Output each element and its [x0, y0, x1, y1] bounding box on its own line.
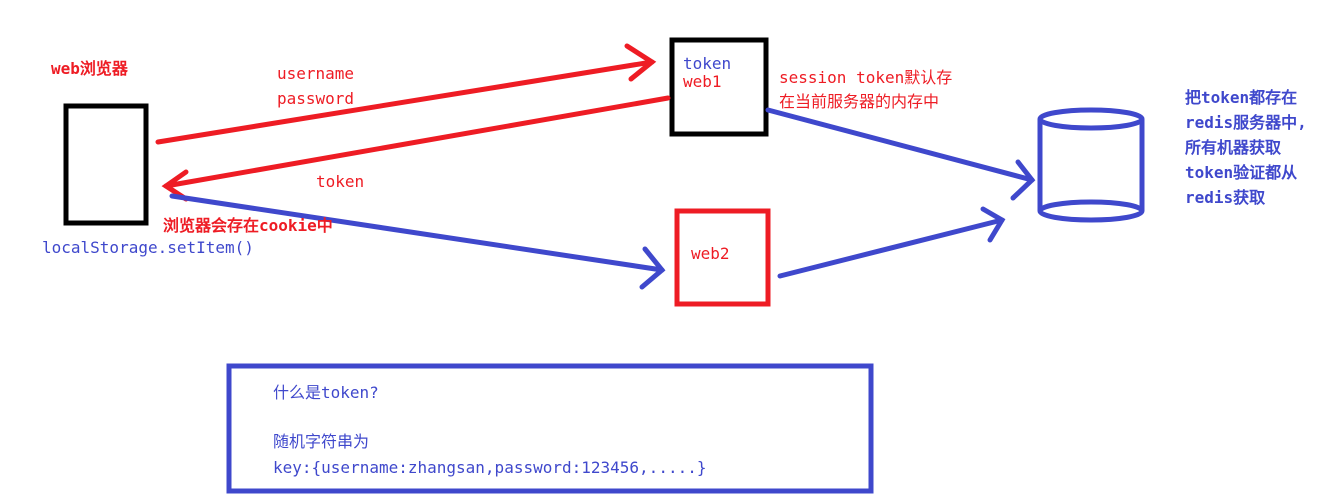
web1-session-note-line2: 在当前服务器的内存中 — [779, 92, 940, 111]
redis-note-line: 所有机器获取 — [1185, 138, 1282, 157]
web1-box — [669, 37, 769, 137]
redis-note-line: 把token都存在 — [1185, 88, 1298, 107]
token-response-arrow — [161, 95, 671, 202]
token-response-label: token — [316, 172, 365, 191]
token-definition-question: 什么是token? — [273, 383, 379, 402]
web2-name-label: web2 — [691, 244, 730, 263]
web1-session-note-line1: session token默认存 — [779, 68, 953, 87]
redis-note-line: redis获取 — [1185, 188, 1266, 207]
browser-storage-call: localStorage.setItem() — [42, 238, 254, 257]
web1-to-redis-arrow — [765, 107, 1036, 201]
browser-title: web浏览器 — [51, 59, 128, 78]
token-definition-box — [226, 363, 874, 494]
redis-note-line: token验证都从 — [1185, 163, 1298, 182]
web1-name-label: web1 — [683, 72, 722, 91]
token-definition-line2: key:{username:zhangsan,password:123456,.… — [273, 458, 707, 477]
redis-note-line: redis服务器中, — [1185, 113, 1307, 132]
web1-token-label: token — [683, 54, 732, 73]
login-password-label: password — [277, 89, 355, 108]
web2-box — [674, 208, 771, 307]
token-definition-line1: 随机字符串为 — [273, 432, 370, 451]
browser-to-web2-arrow — [169, 193, 666, 290]
browser-cookie-note: 浏览器会存在cookie中 — [163, 216, 333, 235]
login-username-label: username — [277, 64, 355, 83]
login-request-arrow — [155, 43, 657, 145]
browser-box — [63, 103, 149, 226]
web2-to-redis-arrow — [777, 206, 1006, 279]
redis-database-icon — [1037, 107, 1145, 223]
